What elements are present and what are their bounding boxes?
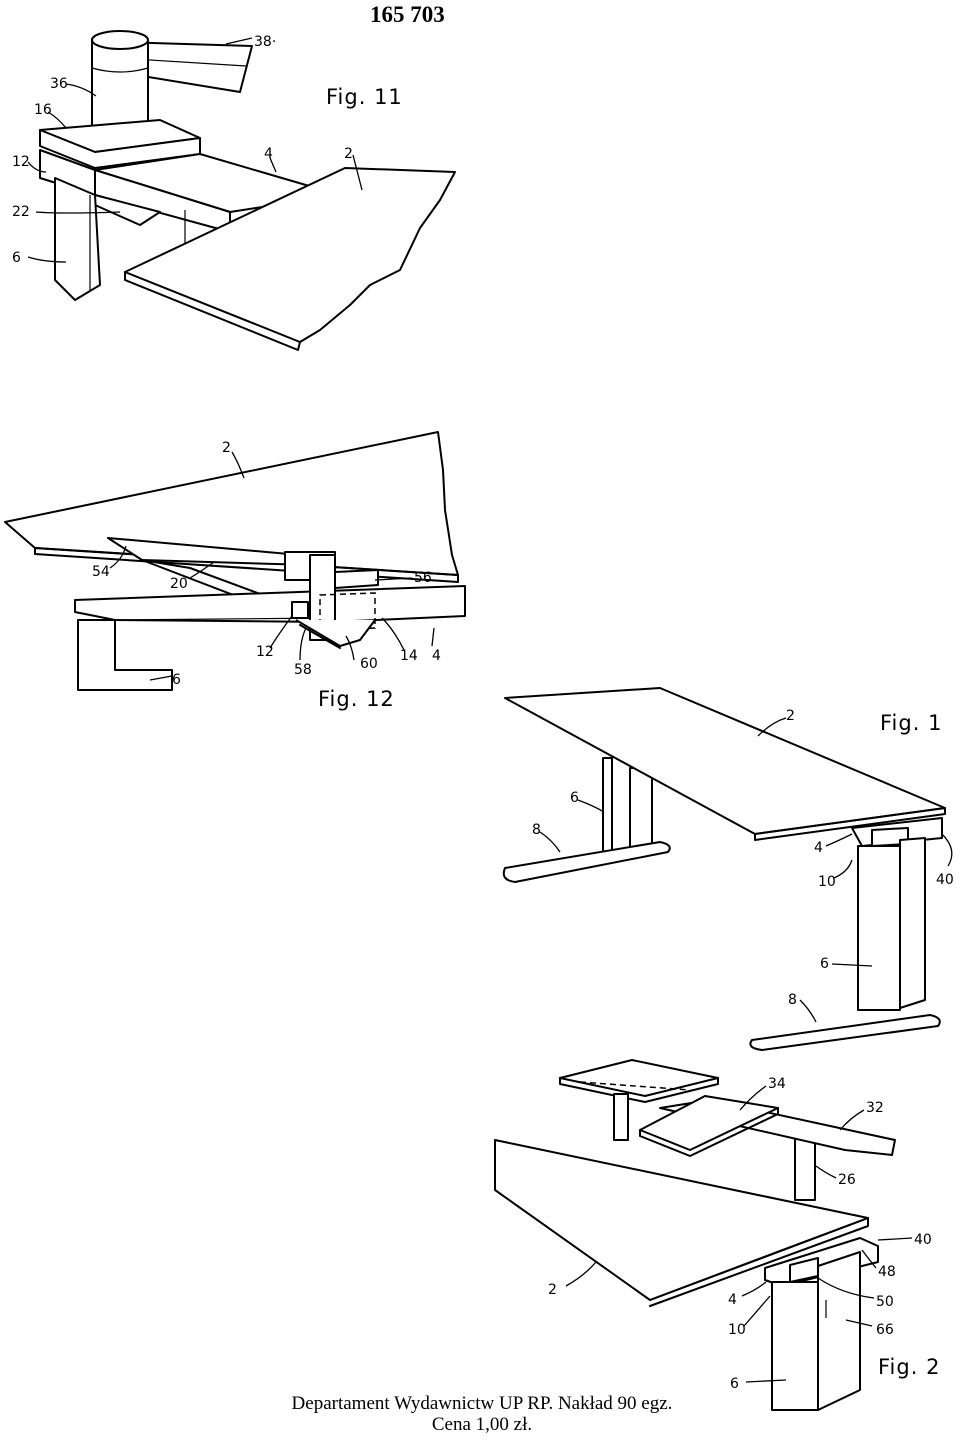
fig12-ref-14: 14 [400,648,418,664]
fig12-ref-20: 20 [170,576,188,592]
footer-price-line: Cena 1,00 zł. [431,1414,533,1435]
fig1-ref-8b: 8 [788,992,797,1008]
fig2-caption: Fig. 2 [878,1355,940,1379]
fig2-ref-26: 26 [838,1172,856,1188]
fig11-ref-12: 12 [12,154,30,170]
fig2-ref-40: 40 [914,1232,932,1248]
fig1-leader-lines [539,717,953,1023]
fig11-ref-4: 4 [264,146,273,162]
fig1-ref-6b: 6 [820,956,829,972]
publisher-footer: Departament Wydawnictw UP RP. Nakład 90 … [262,1393,702,1435]
fig1-ref-10: 10 [818,874,836,890]
fig11-ref-36: 36 [50,76,68,92]
fig12-leader-lines [109,451,435,681]
fig11-leader-lines [27,37,363,263]
fig2-ref-10: 10 [728,1322,746,1338]
fig1-ref-6a: 6 [570,790,579,806]
fig11-ref-16: 16 [34,102,52,118]
fig2-ref-4: 4 [728,1292,737,1308]
fig12-ref-4: 4 [432,648,441,664]
fig2-ref-6: 6 [730,1376,739,1392]
fig11-ref-38: 38· [254,34,276,50]
fig12-ref-58: 58 [294,662,312,678]
fig11-caption: Fig. 11 [326,85,403,109]
fig2-ref-2: 2 [548,1282,557,1298]
fig12-ref-12: 12 [256,644,274,660]
fig1-ref-8a: 8 [532,822,541,838]
footer-publisher-line: Departament Wydawnictw UP RP. Nakład 90 … [291,1393,673,1414]
figure-12: 2 54 20 56 12 58 60 14 4 6 Fig. 12 [4,431,466,711]
fig2-ref-50: 50 [876,1294,894,1310]
fig1-ref-40: 40 [936,872,954,888]
fig12-ref-54: 54 [92,564,110,580]
fig1-caption: Fig. 1 [880,711,942,735]
fig2-leader-lines [565,1085,913,1383]
fig12-caption: Fig. 12 [318,687,395,711]
fig11-drawing [39,30,456,351]
fig11-ref-22: 22 [12,204,30,220]
fig12-ref-6: 6 [172,672,181,688]
fig12-ref-2: 2 [222,440,231,456]
fig2-ref-34: 34 [768,1076,786,1092]
fig1-ref-4: 4 [814,840,823,856]
fig12-ref-56: 56 [414,570,432,586]
fig1-drawing [502,687,946,1051]
fig1-ref-2: 2 [786,708,795,724]
fig2-ref-66: 66 [876,1322,894,1338]
page-number: 165 703 [370,2,445,27]
figure-2: 34 32 26 40 48 2 4 50 10 66 6 Fig. 2 [494,1059,940,1411]
figure-1: 2 6 8 4 10 40 6 8 Fig. 1 [502,687,954,1051]
fig12-drawing [4,431,466,691]
fig11-ref-6: 6 [12,250,21,266]
figure-11: 38· 36 16 12 4 2 22 6 Fig. 11 [12,30,456,351]
fig12-ref-60: 60 [360,656,378,672]
fig2-ref-48: 48 [878,1264,896,1280]
fig11-ref-2: 2 [344,146,353,162]
fig2-drawing [494,1059,896,1411]
fig2-ref-32: 32 [866,1100,884,1116]
